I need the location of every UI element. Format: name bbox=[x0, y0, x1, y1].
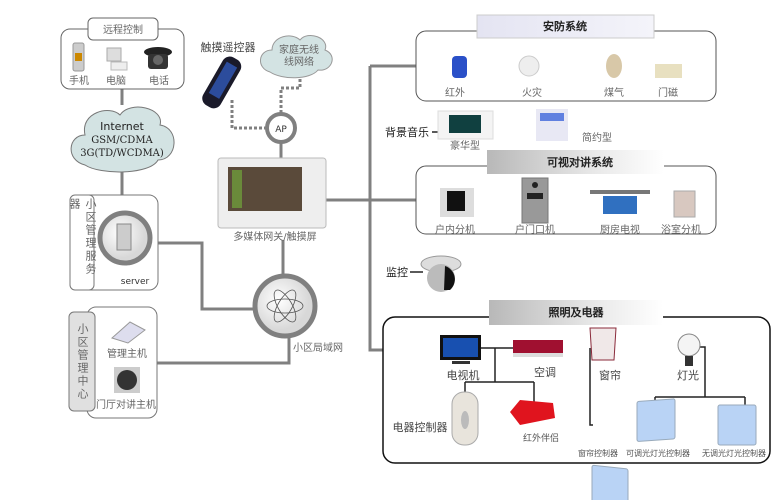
security-title: 安防系统 bbox=[543, 19, 587, 33]
management-center-tab-label: 小区管理中心 bbox=[76, 322, 89, 401]
background-music-label: 背景音乐 bbox=[385, 125, 429, 139]
bathroom-unit-icon bbox=[673, 190, 696, 218]
dome-camera-icon bbox=[420, 255, 462, 292]
appliance-controller-icon bbox=[451, 391, 479, 446]
ap-node bbox=[265, 112, 297, 144]
kitchen-tv-icon bbox=[590, 190, 650, 214]
light-bulb-icon bbox=[677, 333, 701, 366]
appliance-controller-label: 电器控制器 bbox=[393, 420, 448, 434]
door-station-icon bbox=[521, 177, 549, 224]
security-item-gas: 煤气 bbox=[604, 86, 624, 99]
server-icon bbox=[116, 223, 132, 251]
home-wifi-line1: 家庭无线 bbox=[279, 43, 319, 56]
mobile-phone-icon bbox=[72, 42, 85, 72]
music-deluxe-label: 豪华型 bbox=[450, 139, 480, 152]
tv-icon bbox=[440, 335, 481, 364]
gateway-touchscreen-icon bbox=[217, 157, 327, 229]
internet-cloud-icon bbox=[70, 106, 175, 173]
intercom-tab bbox=[487, 150, 664, 174]
curtain-label: 窗帘 bbox=[599, 368, 621, 382]
remote-item-computer: 电脑 bbox=[106, 74, 126, 87]
intercom-item-kitchen-tv: 厨房电视 bbox=[600, 223, 640, 236]
non-dimmable-controller-icon bbox=[717, 404, 757, 446]
curtain-controller-label: 窗帘控制器 bbox=[578, 448, 618, 458]
infrared-sensor-icon bbox=[452, 56, 467, 78]
tv-label: 电视机 bbox=[447, 368, 480, 382]
internet-label: Internet bbox=[100, 120, 144, 133]
ac-label: 空调 bbox=[534, 365, 556, 379]
server-label: server bbox=[121, 277, 150, 287]
touch-remote-icon bbox=[202, 56, 242, 109]
dimmable-controller-label: 可调光灯光控制器 bbox=[626, 448, 690, 458]
wireless-links bbox=[230, 77, 302, 130]
dimmable-controller-icon bbox=[636, 398, 676, 442]
3g-label: 3G(TD/WCDMA) bbox=[80, 148, 164, 159]
management-host-label: 管理主机 bbox=[107, 347, 147, 360]
server-group-tab-label: 小区管理服务器 bbox=[68, 198, 97, 276]
home-wifi-cloud-icon bbox=[260, 35, 333, 79]
lobby-intercom-label: 门厅对讲主机 bbox=[96, 398, 156, 411]
music-simple-label: 简约型 bbox=[582, 131, 612, 144]
security-item-fire: 火灾 bbox=[522, 86, 542, 99]
ap-label: AP bbox=[275, 125, 287, 135]
telephone-icon bbox=[144, 47, 172, 69]
remote-item-phone: 手机 bbox=[69, 74, 89, 87]
air-conditioner-icon bbox=[513, 340, 563, 357]
indoor-unit-icon bbox=[440, 188, 474, 217]
lighting-title: 照明及电器 bbox=[549, 305, 605, 319]
intercom-item-door: 户门口机 bbox=[515, 223, 555, 236]
non-dimmable-controller-label: 无调光灯光控制器 bbox=[702, 448, 766, 458]
computer-icon bbox=[106, 47, 128, 71]
lan-label: 小区局域网 bbox=[293, 341, 343, 354]
intercom-title: 可视对讲系统 bbox=[547, 155, 613, 169]
intercom-item-indoor: 户内分机 bbox=[435, 223, 475, 236]
ir-companion-icon bbox=[510, 400, 555, 425]
touch-remote-label: 触摸遥控器 bbox=[201, 40, 256, 54]
gateway-label: 多媒体网关/触摸屏 bbox=[233, 230, 316, 243]
management-center-tab bbox=[68, 311, 96, 412]
intercom-item-bathroom: 浴室分机 bbox=[661, 223, 701, 236]
lan-node bbox=[252, 273, 318, 339]
lobby-intercom-icon bbox=[114, 367, 140, 393]
security-item-infrared: 红外 bbox=[445, 86, 465, 99]
light-label: 灯光 bbox=[677, 368, 699, 382]
curtain-controller-icon bbox=[591, 464, 629, 500]
security-tab bbox=[476, 14, 655, 39]
atom-icon bbox=[266, 289, 304, 323]
management-host-icon bbox=[111, 321, 146, 344]
security-item-door: 门磁 bbox=[658, 86, 678, 99]
ir-companion-label: 红外伴侣 bbox=[523, 432, 559, 444]
door-sensor-icon bbox=[655, 64, 682, 78]
smoke-detector-icon bbox=[518, 55, 540, 77]
monitoring-label: 监控 bbox=[386, 265, 408, 279]
remote-control-tab bbox=[87, 17, 159, 41]
server-tab bbox=[69, 194, 95, 291]
simple-music-panel-icon bbox=[536, 109, 568, 141]
curtain-icon bbox=[589, 327, 617, 361]
connection-lines bbox=[120, 64, 416, 365]
remote-control-title: 远程控制 bbox=[103, 23, 143, 36]
home-wifi-line2: 线网络 bbox=[284, 55, 314, 68]
gsm-label: GSM/CDMA bbox=[91, 135, 153, 146]
gas-detector-icon bbox=[606, 54, 622, 78]
deluxe-music-panel-icon bbox=[437, 110, 494, 140]
lighting-tab bbox=[489, 300, 663, 325]
remote-item-telephone: 电话 bbox=[149, 74, 169, 87]
